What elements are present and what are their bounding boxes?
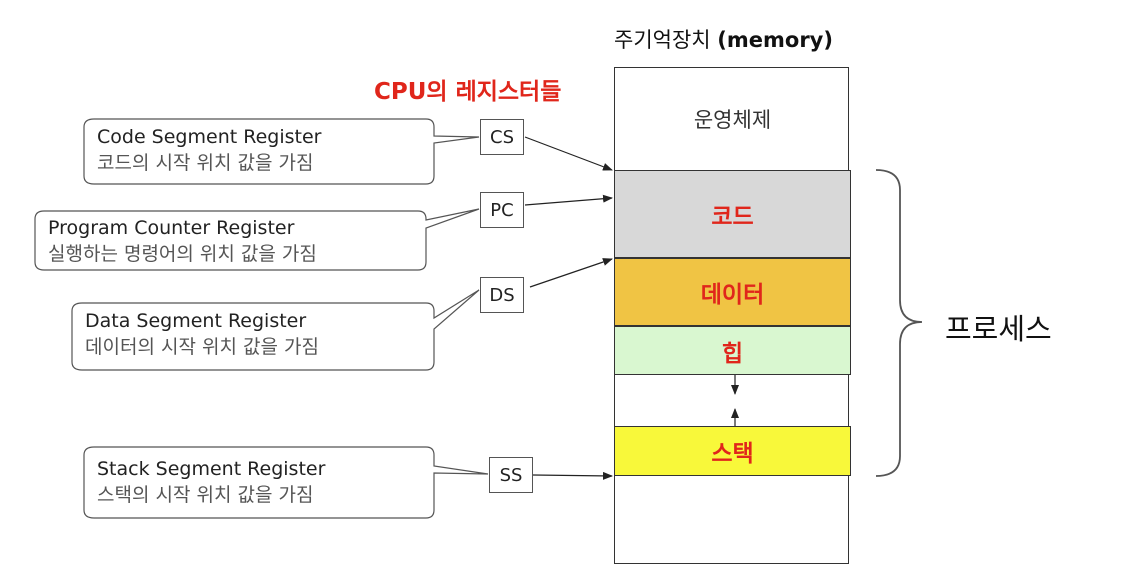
cs-callout-bubble [83,118,480,185]
ss-callout-bubble [83,446,489,519]
pc-register-title: Program Counter Register [48,217,295,239]
pc-callout: Program Counter Register 실행하는 명령어의 위치 값을… [48,215,317,267]
memory-title: 주기억장치 (memory) [614,28,833,52]
ds-arrow [529,258,613,288]
ss-register-desc: 스택의 시작 위치 값을 가짐 [97,484,314,506]
register-cs: CS [480,119,524,155]
memory-segment-code: 코드 [614,170,851,258]
process-brace [875,169,923,477]
ss-register-title: Stack Segment Register [97,458,326,480]
memory-segment-data: 데이터 [614,258,851,326]
cpu-registers-title: CPU의 레지스터들 [374,79,562,105]
register-pc: PC [480,192,524,228]
pc-arrow [524,194,613,206]
memory-segment-heap: 힙 [614,326,851,375]
ss-callout: Stack Segment Register 스택의 시작 위치 값을 가짐 [97,456,325,508]
cs-callout: Code Segment Register 코드의 시작 위치 값을 가짐 [97,124,321,176]
ds-callout: Data Segment Register 데이터의 시작 위치 값을 가짐 [85,308,319,360]
ds-register-desc: 데이터의 시작 위치 값을 가짐 [85,336,319,358]
pc-callout-bubble [34,208,480,271]
pc-register-desc: 실행하는 명령어의 위치 값을 가짐 [48,243,317,265]
ss-arrow [532,471,613,480]
cs-arrow [524,136,613,171]
cs-register-desc: 코드의 시작 위치 값을 가짐 [97,152,314,174]
memory-segment-os: 운영체제 [693,107,772,132]
cs-register-title: Code Segment Register [97,126,322,148]
ds-callout-bubble [71,289,480,371]
register-ss: SS [489,457,533,493]
memory-segment-stack: 스택 [614,426,851,476]
register-ds: DS [480,277,524,313]
process-label: 프로세스 [945,312,1052,346]
ds-register-title: Data Segment Register [85,310,307,332]
